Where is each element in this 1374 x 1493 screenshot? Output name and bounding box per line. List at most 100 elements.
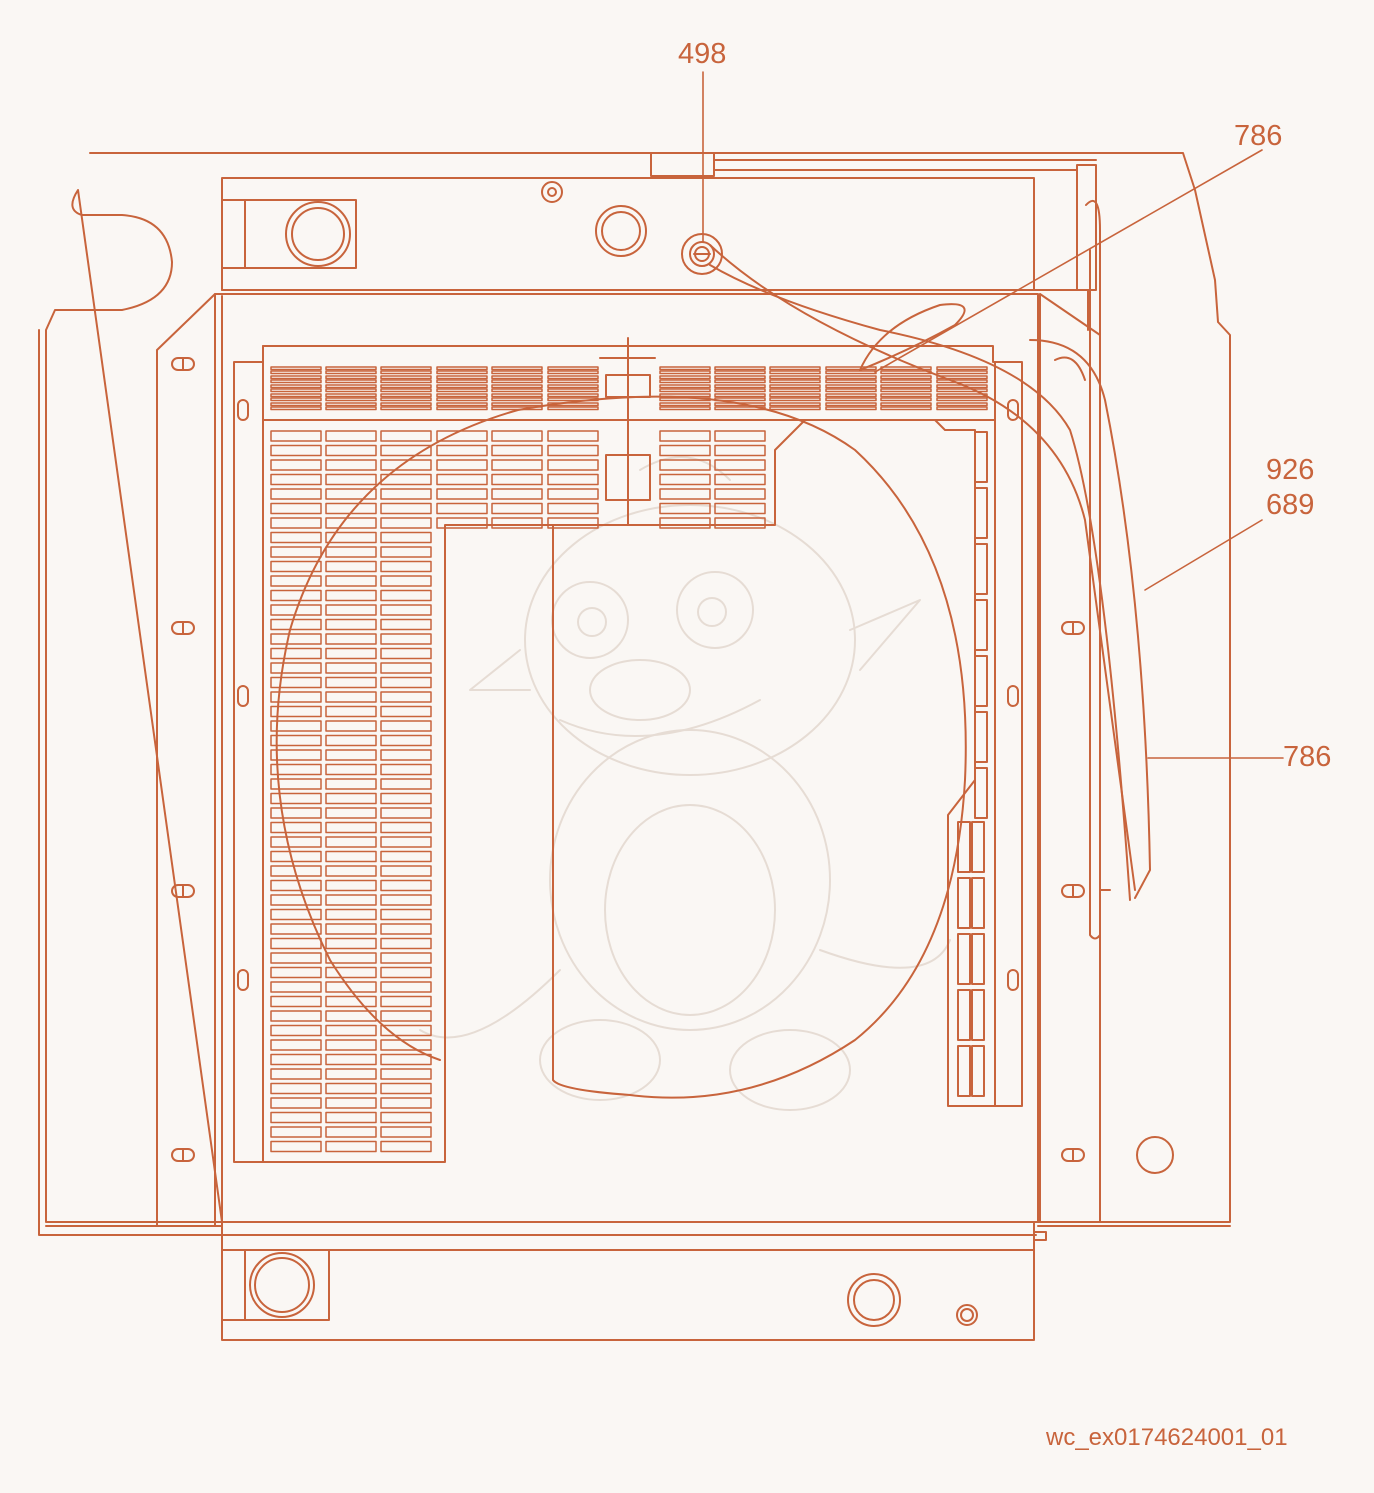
grille-slot (491, 384, 543, 389)
grille-slot (270, 662, 322, 674)
grille-slot (270, 1053, 322, 1066)
grille-slot (270, 575, 322, 587)
grille-slot (325, 705, 377, 718)
grille-slot (270, 1126, 322, 1138)
grille-slot (325, 379, 377, 384)
grille-slot (436, 502, 488, 515)
grille-slot (436, 370, 488, 375)
grille-slot (436, 406, 488, 411)
grille-slot (325, 850, 377, 863)
grille-slot (270, 488, 322, 500)
grille-slot (270, 850, 322, 863)
grille-slot (380, 459, 432, 471)
grille-slot (380, 676, 432, 689)
grille-slot (325, 388, 377, 393)
grille-slot (325, 488, 377, 500)
grille-slot (491, 444, 543, 457)
grille-slot (270, 402, 322, 407)
grille-slot (325, 1097, 377, 1109)
grille-slot (380, 366, 432, 371)
grille-slot (825, 366, 877, 371)
grille-slot (659, 402, 711, 407)
grille-slot (270, 923, 322, 935)
grille-slot (325, 879, 377, 892)
grille-slot (270, 1082, 322, 1095)
grille-slot (880, 406, 932, 411)
grille-slot (270, 937, 322, 950)
grille-slot (436, 444, 488, 457)
grille-slot (325, 647, 377, 660)
grille-slot (270, 379, 322, 384)
vertical-slot (974, 599, 988, 651)
grille-slot (270, 633, 322, 645)
grille-slot (325, 370, 377, 375)
document-id: wc_ex0174624001_01 (1046, 1424, 1288, 1451)
grille-slot (380, 778, 432, 790)
grille-slot (325, 384, 377, 389)
grille-slot (325, 676, 377, 689)
grille-slot (547, 370, 599, 375)
grille-slot (380, 763, 432, 776)
grille-slot (380, 894, 432, 906)
grille-slot (547, 406, 599, 411)
grille-slot (325, 1140, 377, 1153)
grille-slot (380, 821, 432, 834)
grille-slot (547, 444, 599, 457)
grille-slot (380, 1097, 432, 1109)
grille-slot (380, 1053, 432, 1066)
grille-slot (659, 502, 711, 515)
grille-slot (270, 879, 322, 892)
grille-slot (659, 488, 711, 500)
grille-slot (714, 397, 766, 402)
grille-slot (380, 633, 432, 645)
grille-slot (270, 589, 322, 602)
grille-slot (825, 388, 877, 393)
grille-slot (325, 821, 377, 834)
grille-slot (436, 393, 488, 398)
grille-slot (325, 995, 377, 1008)
grille-slot (380, 604, 432, 616)
grille-slot (325, 473, 377, 486)
grille-slot (270, 821, 322, 834)
grille-slot (769, 384, 821, 389)
grille-slot (325, 397, 377, 402)
grille-slot (380, 908, 432, 921)
grille-slot (659, 430, 711, 442)
grille-slot (325, 981, 377, 993)
grille-slot (659, 366, 711, 371)
grille-slot (714, 379, 766, 384)
grille-slot (325, 966, 377, 979)
vertical-slot (974, 487, 988, 539)
grille-slot (380, 734, 432, 747)
grille-slot (380, 473, 432, 486)
grille-slot (270, 560, 322, 573)
grille-slot (714, 430, 766, 442)
grille-slot (880, 384, 932, 389)
grille-slot (491, 488, 543, 500)
grille-slot (325, 1039, 377, 1051)
grille-slot (325, 865, 377, 877)
grille-slot (547, 502, 599, 515)
grille-slot (325, 589, 377, 602)
grille-slot (714, 366, 766, 371)
grille-slot (325, 749, 377, 761)
grille-slot (491, 393, 543, 398)
grille-slot (325, 720, 377, 732)
grille-slot (825, 375, 877, 380)
grille-slot (714, 370, 766, 375)
grille-slot (936, 393, 988, 398)
grille-slot (436, 430, 488, 442)
grille-slot (659, 473, 711, 486)
grille-slot (491, 502, 543, 515)
grille-slot (880, 393, 932, 398)
vertical-slot (957, 877, 971, 929)
grille-slot (825, 406, 877, 411)
grille-slot (825, 393, 877, 398)
grille-slot (380, 560, 432, 573)
grille-slot (270, 430, 322, 442)
dragon-watermark-icon (419, 456, 951, 1111)
grille-slot (714, 388, 766, 393)
grille-slot (270, 981, 322, 993)
grille-slot (436, 366, 488, 371)
grille-slot (380, 1082, 432, 1095)
